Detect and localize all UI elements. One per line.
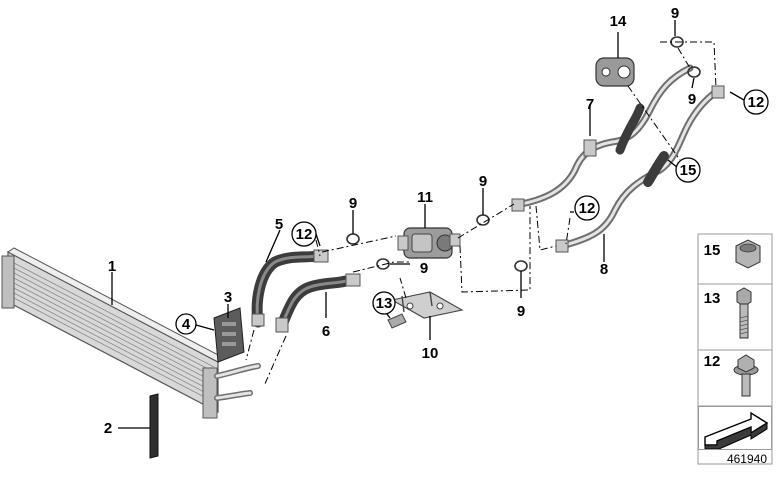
flange-bolt-icon	[733, 354, 759, 397]
callout-circle	[372, 291, 396, 315]
callout-circle	[675, 157, 701, 183]
callout-10: 10	[422, 345, 439, 362]
coolant-hose-lower-part	[275, 273, 361, 333]
coolant-line-lower-part	[555, 85, 725, 253]
legend-label-12: 12	[704, 353, 721, 370]
callout-circle	[743, 89, 769, 115]
o-ring-icon	[376, 258, 390, 270]
callout-15: 15	[680, 162, 697, 179]
direction-arrow-icon	[704, 411, 769, 450]
callout-circle	[291, 221, 317, 247]
callout-9: 9	[349, 195, 357, 212]
o-ring-icon	[346, 233, 360, 245]
assembly-lines	[245, 41, 717, 387]
callout-12: 12	[748, 94, 765, 111]
legend-cell	[697, 283, 773, 351]
legend-label-15: 15	[704, 242, 721, 259]
callout-12: 12	[296, 226, 313, 243]
direction-arrow-panel	[698, 406, 772, 450]
callout-7: 7	[586, 96, 594, 113]
callout-2: 2	[104, 420, 112, 437]
holder-bracket-part	[387, 291, 464, 329]
radiator-cooler-part	[1, 247, 261, 419]
legend-label-13: 13	[704, 290, 721, 307]
seal-strip-part	[149, 393, 159, 459]
callout-circle	[175, 313, 197, 335]
callout-9: 9	[688, 91, 696, 108]
o-ring-icon	[687, 66, 701, 78]
callout-1: 1	[108, 258, 116, 275]
callout-9: 9	[671, 5, 679, 22]
callout-8: 8	[600, 261, 608, 278]
callout-3: 3	[224, 289, 232, 306]
callout-5: 5	[275, 216, 283, 233]
coolant-hose-upper-part	[251, 249, 329, 328]
callout-9: 9	[517, 303, 525, 320]
callout-9: 9	[420, 260, 428, 277]
callout-labels: 1 2 3 4 5 6 7 8 9 9 9 9 9 9 10 11 12 12 …	[104, 5, 769, 437]
callout-9: 9	[479, 173, 487, 190]
coolant-valve-part	[397, 227, 461, 259]
callout-4: 4	[182, 316, 191, 333]
callout-11: 11	[417, 189, 433, 206]
coolant-line-upper-part	[511, 64, 694, 212]
callout-6: 6	[322, 323, 330, 340]
callout-14: 14	[610, 13, 627, 30]
leader-lines	[111, 20, 745, 429]
diagram-id: 461940	[726, 452, 767, 466]
callout-13: 13	[376, 295, 393, 312]
bolt-icon	[736, 287, 752, 339]
callout-circle	[574, 195, 600, 221]
callout-12: 12	[579, 200, 596, 217]
flange-gasket-part	[595, 57, 635, 87]
hex-nut-icon	[735, 239, 761, 269]
o-ring-icon	[514, 260, 528, 272]
bracket-part	[213, 307, 245, 363]
